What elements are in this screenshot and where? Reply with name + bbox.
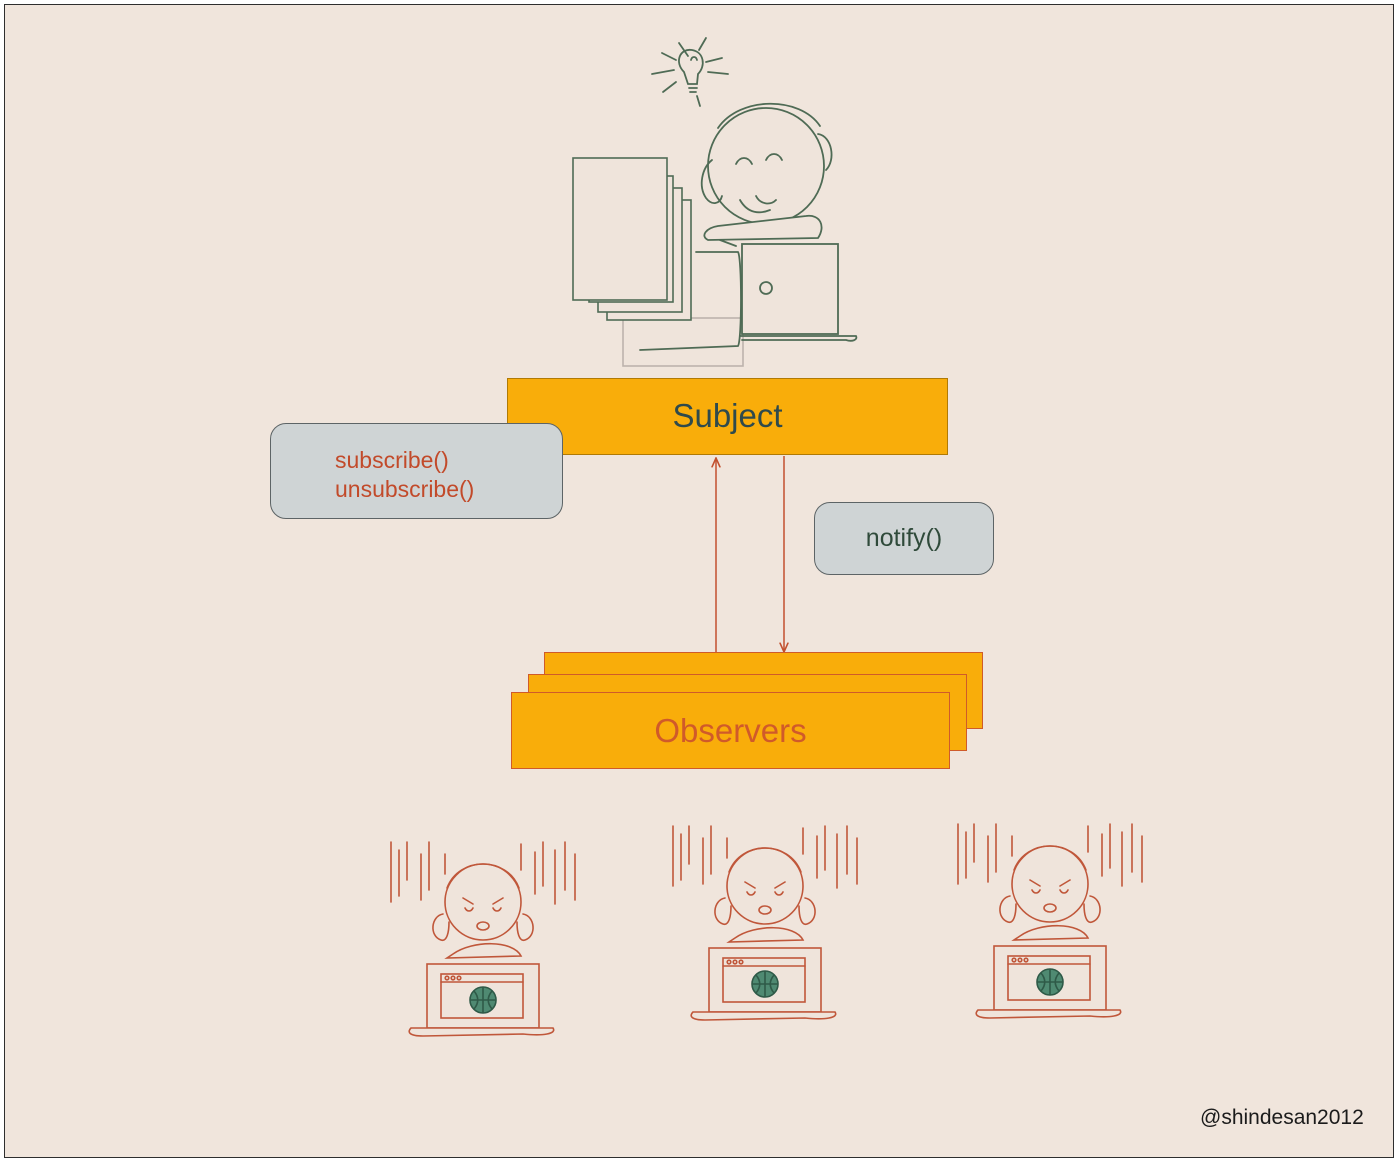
subscribe-method-label: subscribe() <box>335 447 449 473</box>
author-credit: @shindesan2012 <box>1200 1106 1364 1129</box>
sad-person-at-laptop-icon <box>390 841 576 1037</box>
diagram-frame <box>4 4 1394 1158</box>
subscription-methods-pill: subscribe() unsubscribe() <box>270 423 563 519</box>
happy-person-at-laptop-icon <box>639 102 858 351</box>
lightbulb-icon <box>651 37 729 107</box>
notify-method-label: notify() <box>865 524 943 552</box>
subject-box: Subject <box>507 378 948 455</box>
notify-method-pill: notify() <box>814 502 994 575</box>
observers-label: Observers <box>654 712 807 749</box>
sad-person-at-laptop-icon <box>672 825 858 1021</box>
unsubscribe-method-label: unsubscribe() <box>335 476 475 502</box>
observer-box-front: Observers <box>511 692 950 769</box>
subject-label: Subject <box>672 397 783 434</box>
sad-person-at-laptop-icon <box>957 823 1143 1019</box>
documents-stack-icon <box>572 157 744 367</box>
